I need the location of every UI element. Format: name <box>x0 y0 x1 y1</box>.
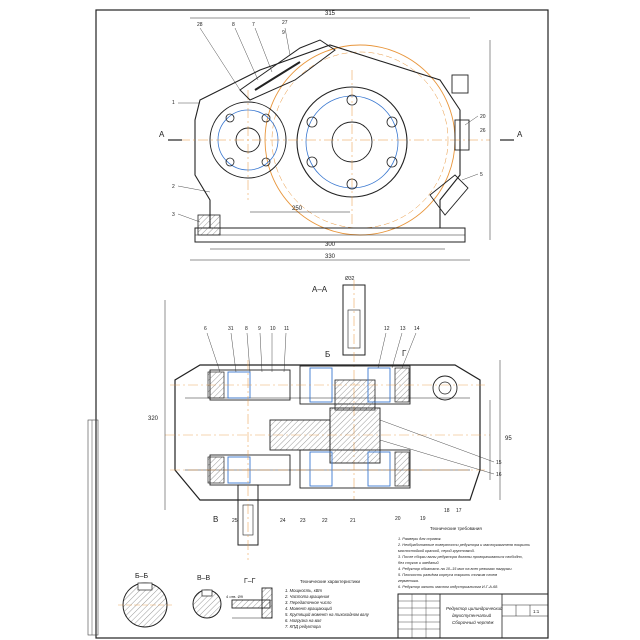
tech-req-item: 4. Редуктор обкатать на 10–15 мин на все… <box>398 567 513 571</box>
callout-s-14: 14 <box>414 326 420 332</box>
dim-shaft-dia: Ø32 <box>345 276 355 282</box>
spec-item: 2. Частота вращения <box>284 594 330 599</box>
callout-s-24: 24 <box>280 518 286 524</box>
section-aa-label: А–А <box>312 285 328 294</box>
callout-s-15: 15 <box>496 460 502 466</box>
callout-s-25: 25 <box>232 518 238 524</box>
spec-title: Технические характеристики <box>300 579 361 584</box>
callout-2: 2 <box>172 184 175 190</box>
dim-overall-length: 315 <box>325 11 336 17</box>
section-vv-label: В–В <box>197 575 211 582</box>
callout-5: 5 <box>480 172 483 178</box>
dim-height-left: 320 <box>148 416 159 422</box>
callout-1: 1 <box>172 100 175 106</box>
tech-req-item: 3. После сборки валы редуктора должны пр… <box>398 555 523 559</box>
callout-26: 26 <box>480 128 486 134</box>
callout-7: 7 <box>252 22 255 28</box>
callout-s-9: 9 <box>258 326 261 332</box>
cut-mark-v: В <box>213 515 218 524</box>
callout-s-6: 6 <box>204 326 207 332</box>
callout-s-11: 11 <box>284 326 289 332</box>
top-view <box>168 17 514 261</box>
callout-27: 27 <box>282 20 288 26</box>
callout-s-8: 8 <box>245 326 248 332</box>
cut-mark-a-left: А <box>159 130 165 139</box>
tech-req-item: без стуков и заеданий. <box>398 561 440 565</box>
section-bb-view <box>118 582 172 628</box>
tech-req-item: герметика. <box>398 579 419 583</box>
title-name-line2: двухступенчатый <box>452 612 492 618</box>
cut-mark-g: Г <box>402 349 407 358</box>
callout-s-19: 19 <box>420 516 426 522</box>
spec-item: 6. Нагрузка на вал <box>285 618 322 623</box>
callout-s-20: 20 <box>395 516 401 522</box>
callout-s-17: 17 <box>456 508 462 514</box>
callout-8: 8 <box>232 22 235 28</box>
callout-28: 28 <box>197 22 203 28</box>
callout-s-16: 16 <box>496 472 502 478</box>
dim-key: 4 отв. Ø9 <box>226 594 244 599</box>
callout-s-22: 22 <box>322 518 328 524</box>
section-gg-view <box>231 587 273 619</box>
tech-req-item: 2. Необработанные поверхности редуктора … <box>397 543 530 547</box>
tech-req-item: 6. Редуктор залить маслом индустриальным… <box>398 585 498 589</box>
spec-list: 1. Мощность, кВт 2. Частота вращения 3. … <box>284 588 370 629</box>
dim-height-right: 95 <box>505 436 512 442</box>
callout-9: 9 <box>282 30 285 36</box>
spec-item: 3. Передаточное число <box>285 600 332 605</box>
section-gg-label: Г–Г <box>244 578 256 585</box>
cut-mark-a-right: А <box>517 130 523 139</box>
spec-item: 1. Мощность, кВт <box>285 588 323 593</box>
tech-req-title: Технические требования <box>430 526 482 531</box>
spec-item: 4. Момент вращающий <box>285 606 332 611</box>
spec-item: 7. КПД редуктора <box>285 624 321 629</box>
input-shaft-cover <box>209 101 287 179</box>
dim-base-width: 330 <box>325 254 336 260</box>
callout-s-18: 18 <box>444 508 450 514</box>
drawing-frame <box>95 9 549 639</box>
section-bb-label: Б–Б <box>135 573 148 580</box>
section-vv-view <box>192 589 222 619</box>
callout-s-13: 13 <box>400 326 406 332</box>
callout-s-12: 12 <box>384 326 390 332</box>
callout-s-31: 31 <box>228 326 234 332</box>
callout-s-23: 23 <box>300 518 306 524</box>
callout-s-21: 21 <box>350 518 356 524</box>
callout-3: 3 <box>172 212 175 218</box>
tech-req-item: 1. Размеры для справок. <box>398 537 442 541</box>
title-block <box>397 593 549 639</box>
spec-item: 5. Крутящий момент на тихоходном валу <box>285 612 370 617</box>
dim-center-distance: 250 <box>292 206 303 212</box>
housing-outline <box>194 44 461 229</box>
title-name-line3: Сборочный чертёж <box>452 619 495 625</box>
tech-req-list: 1. Размеры для справок. 2. Необработанны… <box>397 537 530 589</box>
side-stamp-strip <box>87 419 99 636</box>
tech-req-item: 5. Плоскость разъёма корпуса покрыть тон… <box>398 573 497 577</box>
title-scale: 1:1 <box>533 609 540 614</box>
section-aa-view <box>164 280 501 560</box>
tech-req-item: маслостойкой краской, серой грунтовкой. <box>398 549 475 553</box>
dim-base-span: 300 <box>325 242 336 248</box>
callout-s-10: 10 <box>270 326 276 332</box>
callout-20: 20 <box>480 114 486 120</box>
title-name-line1: Редуктор цилиндрический <box>446 605 503 611</box>
cut-mark-b-top: Б <box>325 350 330 359</box>
